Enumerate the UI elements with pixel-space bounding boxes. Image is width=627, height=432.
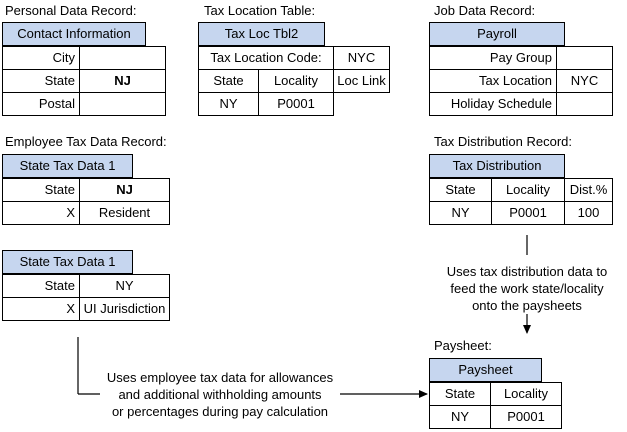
employee-note-line-1: Uses employee tax data for allowances — [106, 370, 334, 385]
job-record-caption: Job Data Record: — [434, 3, 536, 18]
payroll-tab[interactable]: Payroll — [429, 22, 565, 46]
state-tax-data-tab-2[interactable]: State Tax Data 1 — [2, 250, 133, 274]
employee-note: Uses employee tax data for allowances an… — [100, 369, 340, 420]
postal-value — [79, 92, 166, 116]
distribution-note: Uses tax distribution data to feed the w… — [437, 263, 617, 314]
tax-location-header-loc-link: Loc Link — [333, 69, 390, 93]
employee-tax-caption: Employee Tax Data Record: — [5, 134, 167, 149]
tax-distribution-caption: Tax Distribution Record: — [434, 134, 572, 149]
employee-tax-2-ui-jurisdiction-value: UI Jurisdiction — [79, 297, 170, 321]
paysheet-caption: Paysheet: — [434, 338, 492, 353]
employee-note-line-3: or percentages during pay calculation — [111, 404, 329, 419]
tax-distribution-tab[interactable]: Tax Distribution — [429, 154, 565, 178]
tax-location-row-locality: P0001 — [258, 92, 334, 116]
tax-distribution-row-dist-percent: 100 — [564, 201, 613, 225]
personal-record-caption: Personal Data Record: — [5, 3, 137, 18]
employee-tax-1-resident-value: Resident — [79, 201, 170, 225]
state-tax-data-tab-1[interactable]: State Tax Data 1 — [2, 154, 133, 178]
distribution-note-line-2: feed the work state/locality — [450, 281, 604, 296]
paysheet-tab[interactable]: Paysheet — [429, 358, 542, 382]
tax-loc-tbl2-tab[interactable]: Tax Loc Tbl2 — [198, 22, 325, 46]
distribution-note-line-1: Uses tax distribution data to — [446, 264, 608, 279]
employee-note-line-2: and additional withholding amounts — [118, 387, 322, 402]
holiday-schedule-value — [556, 92, 613, 116]
contact-information-tab[interactable]: Contact Information — [2, 22, 146, 46]
paysheet-row-locality: P0001 — [490, 405, 562, 429]
distribution-note-line-3: onto the paysheets — [472, 298, 582, 313]
tax-location-caption: Tax Location Table: — [204, 3, 316, 18]
